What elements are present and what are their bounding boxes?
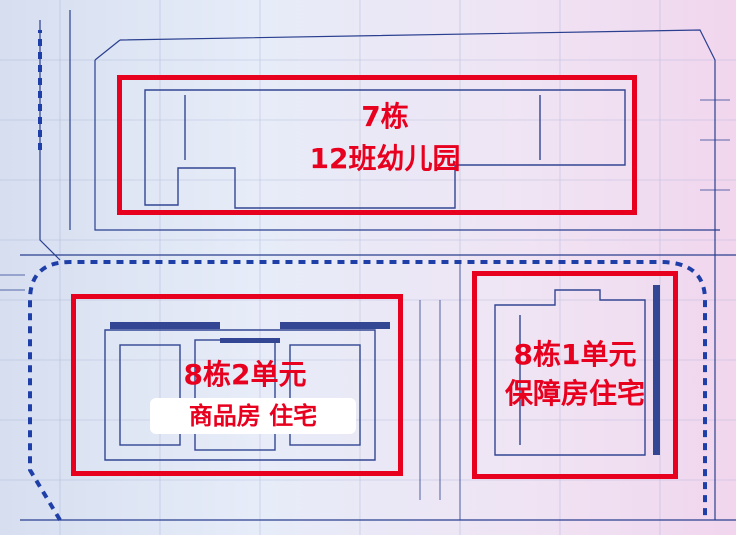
residential-walls [110,322,390,343]
dimension-ticks [0,99,730,520]
building-7-subtitle: 12班幼儿园 [309,142,461,175]
site-boundary [20,10,736,521]
affordable-housing-wall [653,285,660,455]
zone-building-7 [117,75,637,215]
affordable-housing-outline [494,289,646,456]
zone-building-8-unit-2 [71,294,403,476]
road-dashed-loop [28,30,707,522]
building-8-unit-1-title: 8栋1单元 [513,338,637,371]
residential-block-outline [104,329,376,461]
building-8-unit-2-subtitle: 商品房 住宅 [150,398,356,434]
zone-building-8-unit-1 [472,271,678,479]
building-8-unit-2-title: 8栋2单元 [183,358,307,391]
building-7-title: 7栋 [361,100,409,133]
kindergarten-outline [144,89,626,209]
building-8-unit-1-subtitle: 保障房住宅 [504,377,645,410]
